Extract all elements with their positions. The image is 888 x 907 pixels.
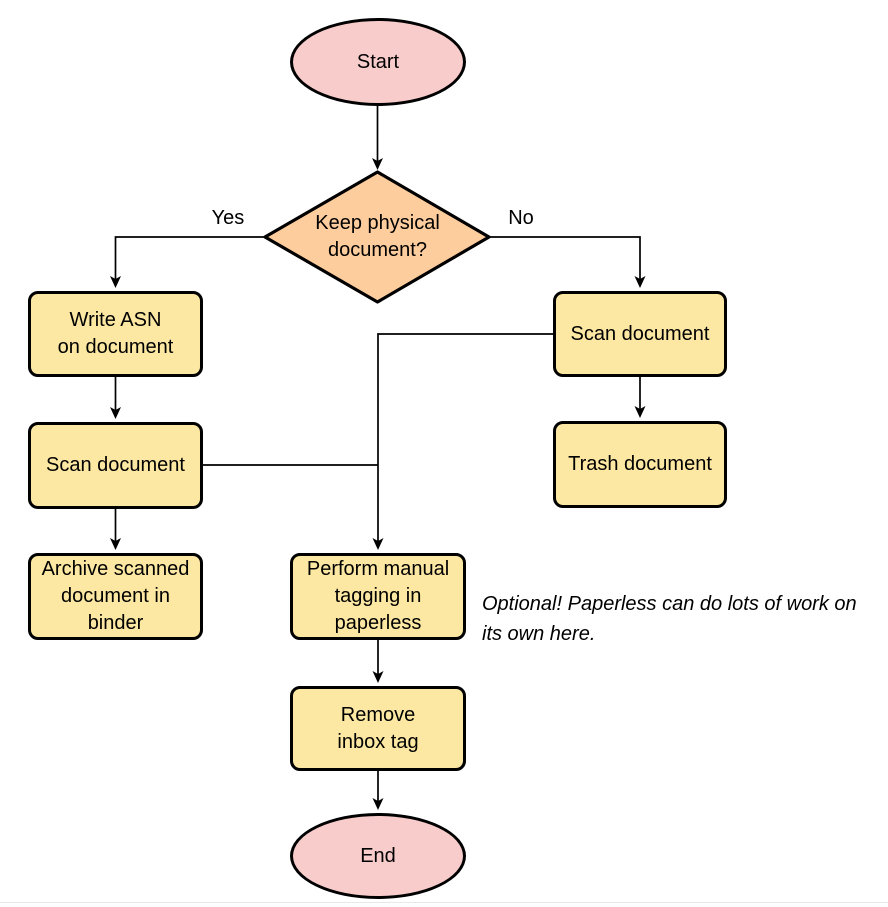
edge-decision-yes-to-write-asn (110, 236, 265, 288)
decision-diamond-shape (263, 170, 491, 304)
bottom-divider (0, 902, 888, 903)
node-manual-tagging: Perform manual tagging in paperless (290, 553, 466, 640)
node-start: Start (290, 18, 466, 106)
node-scan-document-right: Scan document (553, 291, 727, 377)
edge-label-no: No (508, 207, 534, 229)
edge-label-yes: Yes (211, 207, 245, 229)
node-scan-document-left: Scan document (28, 422, 203, 509)
node-scan-document-left-label: Scan document (46, 454, 185, 476)
node-remove-inbox-tag: Remove inbox tag (290, 686, 466, 771)
node-decision: Keep physical document? (265, 172, 490, 302)
node-decision-label: Keep physical document? (315, 212, 440, 261)
node-scan-document-right-label: Scan document (570, 322, 710, 345)
edge-decision-no-to-scan-right (489, 236, 646, 288)
node-remove-inbox-tag-label: Remove inbox tag (337, 703, 419, 753)
node-manual-tagging-label: Perform manual tagging in paperless (306, 558, 450, 634)
node-start-label: Start (356, 50, 400, 73)
edge-scan-right-to-tagging (372, 333, 553, 550)
node-write-asn-label: Write ASN on document (57, 309, 174, 358)
node-archive-binder: Archive scanned document in binder (28, 553, 203, 640)
node-write-asn: Write ASN on document (28, 291, 203, 377)
node-end-label: End (360, 844, 396, 867)
node-archive-binder-label: Archive scanned document in binder (41, 558, 190, 634)
annotation-optional-note: Optional! Paperless can do lots of work … (482, 593, 857, 645)
node-trash-document: Trash document (553, 421, 727, 508)
node-end: End (290, 813, 466, 899)
node-trash-document-label: Trash document (568, 453, 712, 475)
